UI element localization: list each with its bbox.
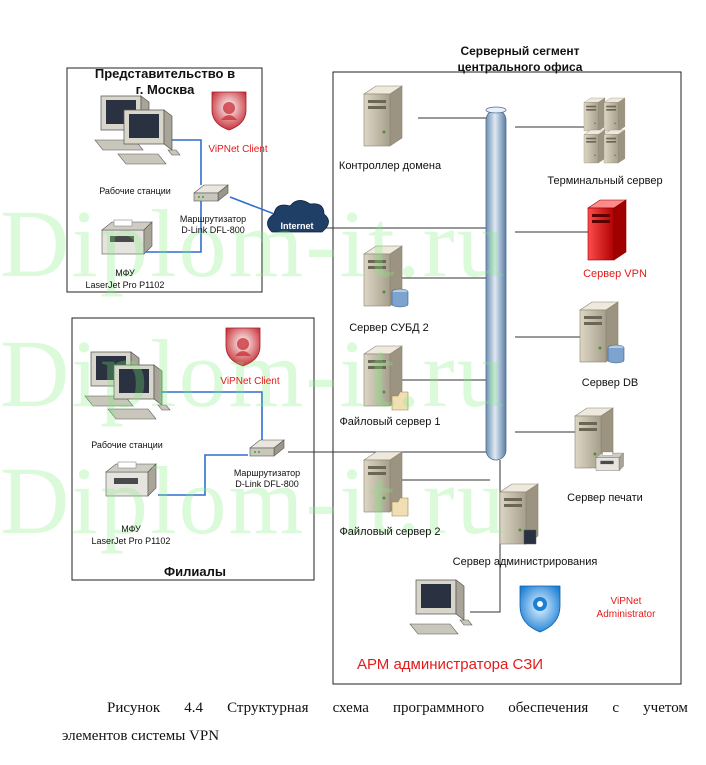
terminal-server-icon [583,97,626,164]
moscow-vipnet-client-label: ViPNet Client [208,144,268,155]
moscow-vipnet-client-icon [211,91,247,131]
caption-word: программного [392,700,485,716]
terminal-server-label: Терминальный сервер [547,175,663,187]
network-links [145,117,588,613]
figure-caption: Рисунок 4.4 Структурная схема программно… [62,694,688,750]
arm-admin-pc-icon [409,579,473,635]
moscow-mfu-label-1: МФУ [115,268,135,278]
db-server-label: Сервер DB [581,377,639,389]
caption-line-1: Рисунок 4.4 Структурная схема программно… [62,694,688,722]
moscow-title-line1: Представительство в [94,66,236,81]
moscow-link-ws-router [168,139,202,185]
branch-mfu-label-1: МФУ [121,524,141,534]
domain-controller-icon [363,85,403,147]
moscow-title-line2: г. Москва [135,82,195,97]
vipnet-admin-label-2: Administrator [596,609,656,620]
dbms-server-label: Сервер СУБД 2 [349,322,429,334]
caption-word: схема [332,700,369,716]
moscow-link-mfu-router [145,200,202,253]
branch-router-label-2: D-Link DFL-800 [235,479,299,489]
watermark: Diplom-it.ru [0,320,507,427]
internet-cloud-icon [267,200,329,233]
branch-router-label-1: Маршрутизатор [233,468,301,478]
branches-title: Филиалы [164,564,226,579]
server-segment-title-1: Серверный сегмент [460,44,580,58]
caption-word: Рисунок [107,700,161,716]
moscow-office-frame [66,67,263,293]
vipnet-admin-label-1: ViPNet [610,596,642,607]
branch-link-mfu-router [158,454,248,496]
domain-controller-label: Контроллер домена [338,160,442,172]
branch-workstations-label: Рабочие станции [91,440,163,450]
admin-server-label: Сервер администрирования [452,556,598,568]
moscow-router-label-1: Маршрутизатор [179,214,247,224]
file-server-2-label: Файловый сервер 2 [339,526,441,538]
caption-word: 4.4 [184,700,203,716]
vipnet-administrator-icon [519,585,561,633]
caption-line-2: элементов системы VPN [62,728,220,744]
caption-word: с [612,700,620,716]
moscow-router-label-2: D-Link DFL-800 [181,225,245,235]
file-server-1-label: Файловый сервер 1 [339,416,441,428]
watermark: Diplom-it.ru [0,447,507,554]
branch-link-ws-router [162,391,263,445]
server-segment-title-2: центрального офиса [457,60,583,74]
vpn-server-label: Сервер VPN [583,268,647,280]
branches-frame [71,317,315,581]
caption-word: учетом [643,700,688,716]
admin-server-icon [499,483,539,545]
arm-admin-label: АРМ администратора СЗИ [356,656,544,673]
server-segment-frame [332,71,682,685]
moscow-workstations-label: Рабочие станции [99,186,171,196]
vpn-server-icon [587,199,627,261]
internet-label: Internet [280,221,314,231]
print-server-icon [574,407,624,471]
branch-mfu-label-2: LaserJet Pro P1102 [91,536,171,546]
moscow-workstations-icon [94,95,181,165]
print-server-label: Сервер печати [567,492,643,504]
moscow-mfu-label-2: LaserJet Pro P1102 [85,280,165,290]
watermark: Diplom-it.ru [0,190,507,297]
caption-word: обеспечения [508,700,589,716]
db-server-icon [579,301,625,364]
caption-word: Структурная [227,700,309,716]
branch-vipnet-client-label: ViPNet Client [220,376,280,387]
network-bus [485,106,507,461]
